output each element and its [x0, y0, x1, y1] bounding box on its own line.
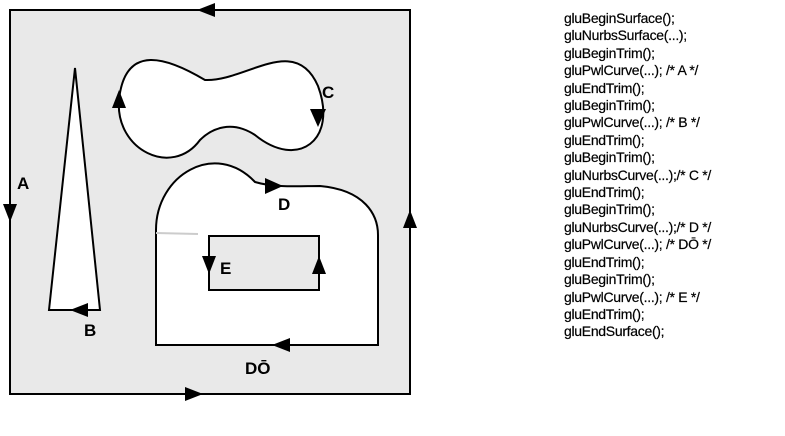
code-line: gluPwlCurve(...); /* A */	[564, 62, 699, 79]
code-line: gluNurbsCurve(...);/* C */	[564, 166, 712, 183]
code-line: gluPwlCurve(...); /* DŌ */	[564, 236, 712, 253]
trimming-diagram: A B C D E DŌ	[3, 3, 417, 401]
trim-curve-e	[208, 235, 320, 291]
label-b: B	[84, 321, 96, 340]
code-listing: gluBeginSurface();gluNurbsSurface(...);g…	[564, 10, 712, 341]
code-line: gluBeginTrim();	[564, 201, 655, 218]
code-line: gluNurbsCurve(...);/* D */	[564, 218, 712, 235]
label-d: D	[278, 195, 290, 214]
label-d-prime: DŌ	[245, 359, 271, 378]
code-line: gluBeginTrim();	[564, 44, 655, 61]
arrow-a-top-icon	[197, 3, 215, 17]
label-c: C	[322, 83, 334, 102]
arrow-b-icon	[70, 303, 88, 317]
arrow-d-icon	[265, 178, 283, 194]
arrow-c-left-icon	[112, 90, 126, 108]
code-line: gluBeginTrim();	[564, 271, 655, 288]
arrow-a-left-icon	[3, 204, 17, 222]
trim-curve-d-seam	[155, 232, 199, 235]
arrow-e-left-icon	[202, 256, 216, 274]
arrow-c-right-icon	[310, 109, 326, 127]
code-line: gluEndTrim();	[564, 305, 645, 322]
arrow-d-prime-icon	[272, 338, 290, 352]
code-line: gluEndSurface();	[564, 323, 665, 340]
code-line: gluBeginTrim();	[564, 149, 655, 166]
code-line: gluBeginSurface();	[564, 10, 675, 26]
code-line: gluEndTrim();	[564, 184, 645, 201]
code-line: gluEndTrim();	[564, 79, 645, 96]
label-e: E	[220, 259, 231, 278]
arrow-a-right-icon	[403, 210, 417, 228]
code-line: gluBeginTrim();	[564, 97, 655, 114]
code-line: gluEndTrim();	[564, 131, 645, 148]
code-line: gluEndTrim();	[564, 253, 645, 270]
arrow-a-bottom-icon	[185, 387, 203, 401]
code-line: gluPwlCurve(...); /* B */	[564, 114, 700, 131]
code-line: gluPwlCurve(...); /* E */	[564, 288, 700, 305]
trim-curve-c	[117, 59, 325, 159]
arrow-e-right-icon	[312, 256, 326, 274]
code-line: gluNurbsSurface(...);	[564, 27, 687, 44]
label-a: A	[17, 174, 29, 193]
